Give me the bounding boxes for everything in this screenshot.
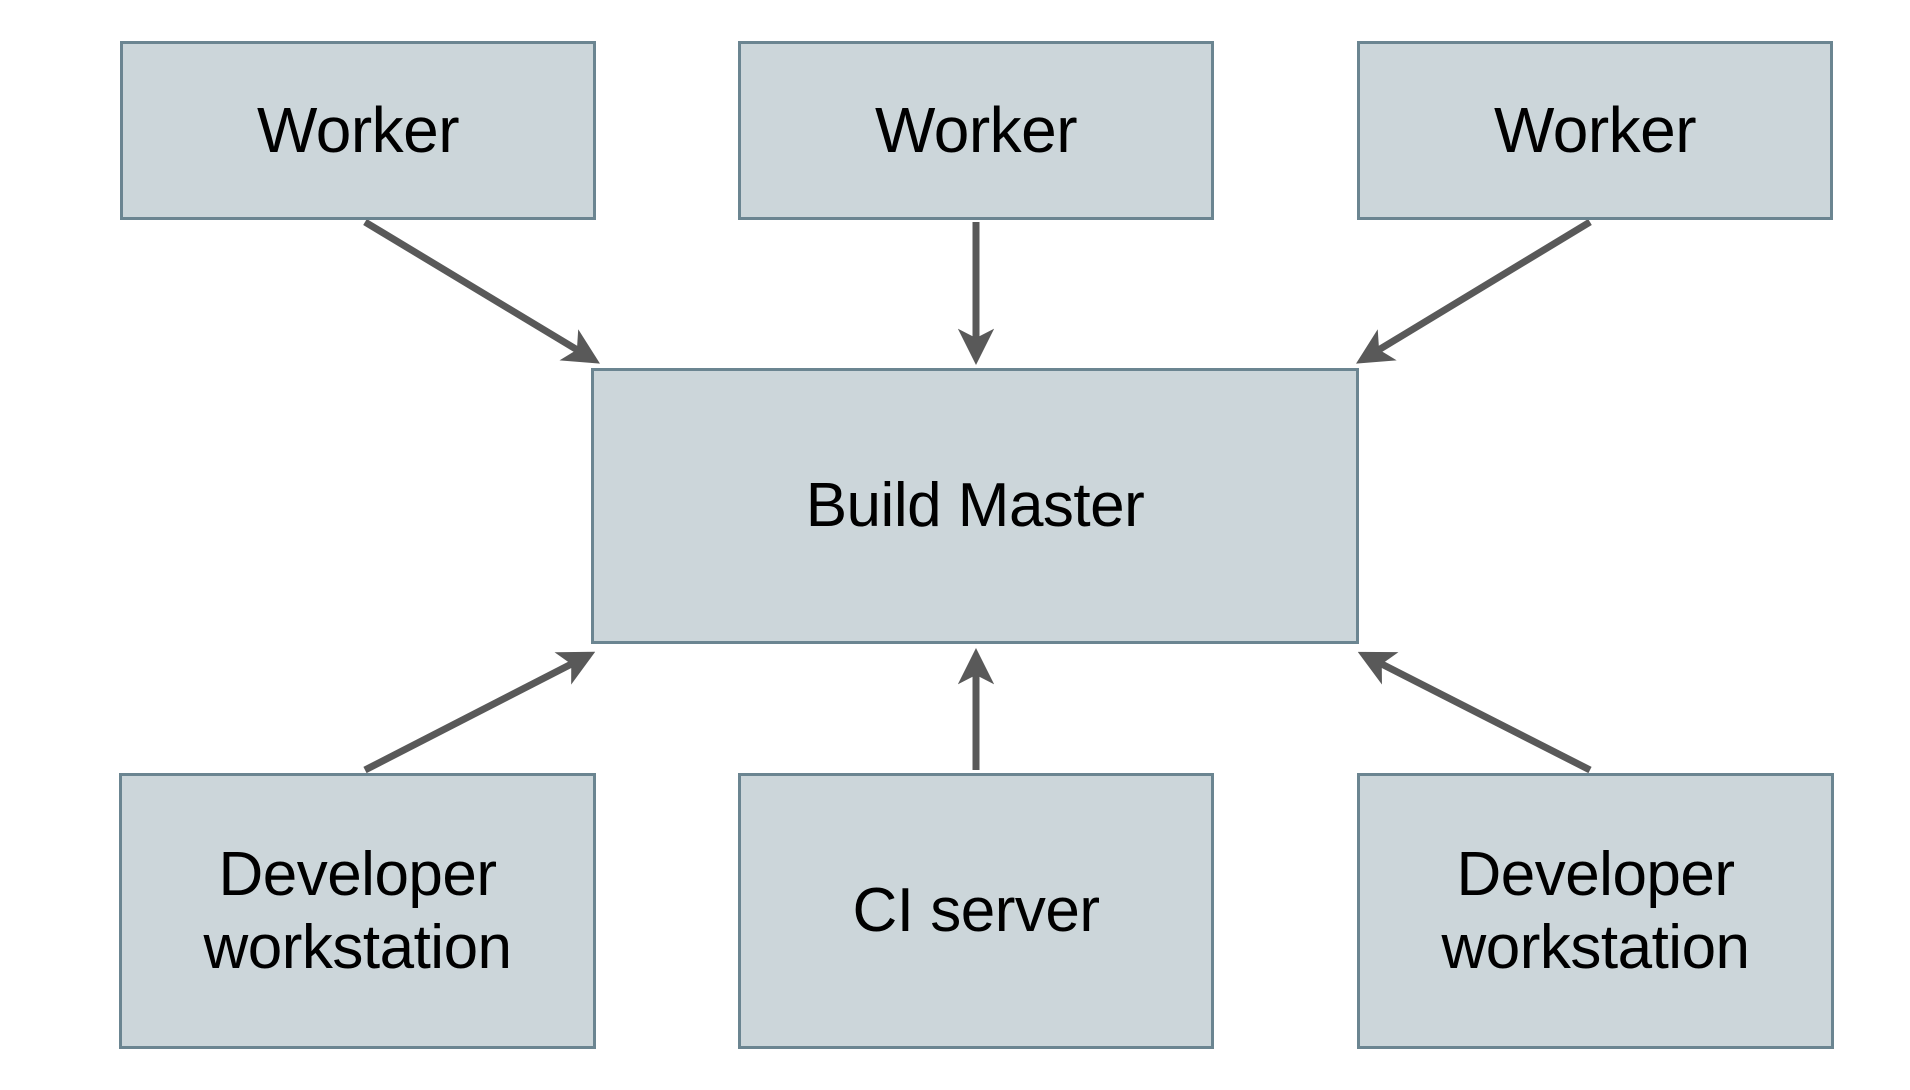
node-developer-workstation-1[interactable]: Developer workstation	[119, 773, 596, 1049]
edge-worker-3-to-build-master	[1356, 219, 1592, 364]
node-worker-2[interactable]: Worker	[738, 41, 1214, 220]
node-developer-workstation-2[interactable]: Developer workstation	[1357, 773, 1834, 1049]
node-worker-2-label: Worker	[874, 93, 1078, 166]
edge-worker-1-to-build-master	[363, 219, 600, 364]
node-worker-3[interactable]: Worker	[1357, 41, 1833, 220]
node-developer-workstation-2-label: Developer workstation	[1441, 839, 1750, 982]
node-developer-workstation-1-label: Developer workstation	[203, 839, 512, 982]
edge-dev-workstation-1-to-build-master	[363, 651, 596, 774]
node-worker-3-label: Worker	[1493, 93, 1697, 166]
node-ci-server-label: CI server	[852, 876, 1100, 946]
node-ci-server[interactable]: CI server	[738, 773, 1214, 1049]
node-build-master[interactable]: Build Master	[591, 368, 1359, 644]
node-worker-1-label: Worker	[256, 93, 460, 166]
node-worker-1[interactable]: Worker	[120, 41, 596, 220]
edge-dev-workstation-2-to-build-master	[1357, 651, 1592, 774]
node-build-master-label: Build Master	[805, 471, 1145, 541]
